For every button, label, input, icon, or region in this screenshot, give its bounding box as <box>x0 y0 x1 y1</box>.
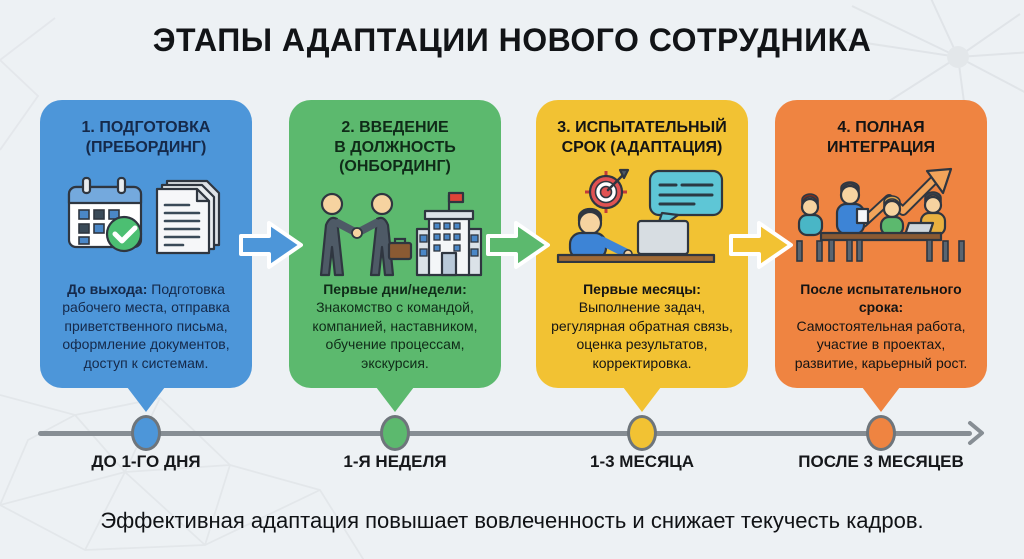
card-description: Первые дни/недели: Знакомство с командой… <box>295 280 495 372</box>
card-description: Первые месяцы: Выполнение задач, регуляр… <box>542 280 742 372</box>
flow-arrow-icon <box>239 221 303 269</box>
target-icon <box>585 168 630 214</box>
card-onboarding: 2. ВВЕДЕНИЕ В ДОЛЖНОСТЬ (ОНБОРДИНГ) <box>289 100 501 412</box>
timeline-dot-probation <box>627 415 657 451</box>
card-tail-pointer <box>127 387 165 412</box>
documents-icon <box>155 179 221 255</box>
office-building-icon <box>415 191 483 277</box>
card-icons <box>793 167 969 263</box>
timeline-label: ПОСЛЕ 3 МЕСЯЦЕВ <box>798 452 964 471</box>
card-probation: 3. ИСПЫТАТЕЛЬНЫЙ СРОК (АДАПТАЦИЯ) <box>536 100 748 412</box>
timeline-label: ДО 1-ГО ДНЯ <box>91 452 201 471</box>
flow-arrow-icon <box>729 221 793 269</box>
timeline-dot-integration <box>866 415 896 451</box>
card-description-lead: До выхода: <box>67 280 148 297</box>
card-description-lead: После испытательного срока: <box>800 280 962 316</box>
card-preboarding: 1. ПОДГОТОВКА (ПРЕБОРДИНГ) <box>40 100 252 412</box>
handshake-icon <box>319 192 413 277</box>
card-description: После испытательного срока: Самостоятель… <box>781 280 981 372</box>
card-full-integration: 4. ПОЛНАЯ ИНТЕГРАЦИЯ <box>775 100 987 412</box>
page-title: ЭТАПЫ АДАПТАЦИИ НОВОГО СОТРУДНИКА <box>152 22 872 58</box>
employee-at-desk-icon <box>556 207 716 264</box>
card-description-lead: Первые дни/недели: <box>323 280 467 297</box>
card-title: 1. ПОДГОТОВКА (ПРЕБОРДИНГ) <box>81 119 211 156</box>
card-title: 4. ПОЛНАЯ ИНТЕГРАЦИЯ <box>826 119 936 156</box>
timeline-dot-preboarding <box>131 415 161 451</box>
flow-arrow-icon <box>486 221 550 269</box>
card-description: До выхода: Подготовка рабочего места, от… <box>62 280 230 371</box>
card-tail-pointer <box>376 387 414 412</box>
card-description-lead: Первые месяцы: <box>583 280 701 297</box>
card-title: 3. ИСПЫТАТЕЛЬНЫЙ СРОК (АДАПТАЦИЯ) <box>557 119 727 156</box>
card-icons <box>61 167 231 263</box>
team-meeting-icon <box>796 181 965 262</box>
timeline-label: 1-Я НЕДЕЛЯ <box>343 452 447 471</box>
card-tail-pointer <box>623 387 661 412</box>
timeline-line <box>38 431 972 436</box>
calendar-check-icon <box>67 176 143 253</box>
card-icons <box>554 167 730 264</box>
card-tail-pointer <box>862 387 900 412</box>
timeline-dot-onboarding <box>380 415 410 451</box>
card-title: 2. ВВЕДЕНИЕ В ДОЛЖНОСТЬ (ОНБОРДИНГ) <box>334 119 456 176</box>
timeline-arrowhead-icon <box>968 421 984 445</box>
footer-caption: Эффективная адаптация повышает вовлеченн… <box>100 508 924 533</box>
card-icons <box>305 187 485 280</box>
timeline-label: 1-3 МЕСЯЦА <box>590 452 694 471</box>
